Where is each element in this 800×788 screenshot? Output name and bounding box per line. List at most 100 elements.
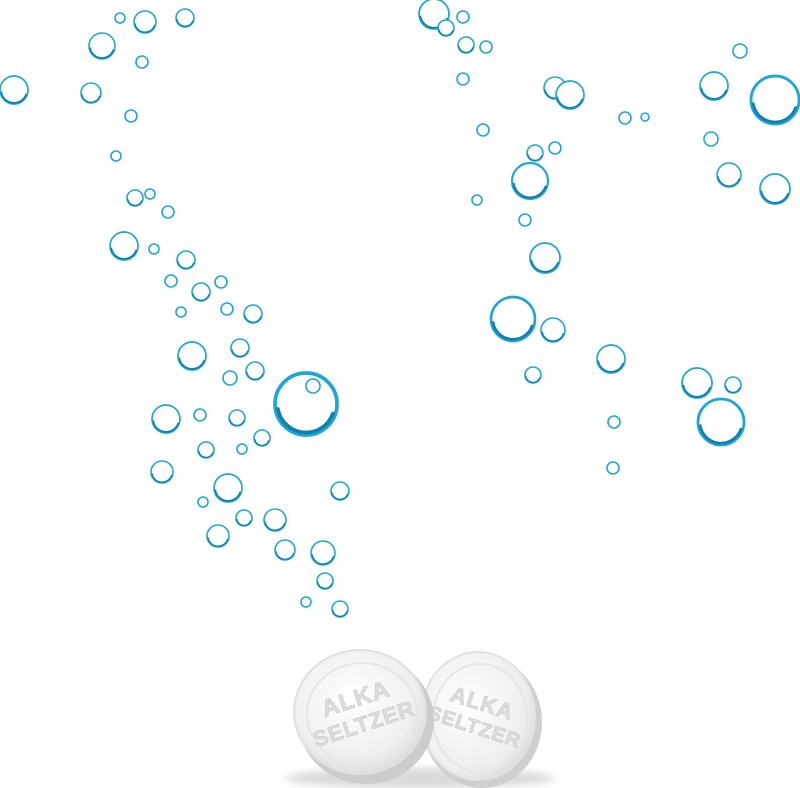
bubble-shade <box>530 259 559 273</box>
bubble <box>510 161 550 201</box>
bubble <box>518 213 532 227</box>
bubble <box>310 540 336 566</box>
bubble-shade <box>214 489 241 502</box>
bubble-shade <box>458 45 474 53</box>
bubble <box>548 141 562 155</box>
bubble-shade <box>725 385 741 393</box>
bubble <box>749 74 800 126</box>
bubble <box>110 150 122 162</box>
bubble-shade <box>236 518 252 526</box>
bubble <box>148 243 160 255</box>
bubble <box>540 317 566 343</box>
bubble <box>457 36 475 54</box>
bubble <box>618 111 632 125</box>
bubble <box>228 409 246 427</box>
bubble <box>456 10 470 24</box>
bubble-shade <box>151 473 173 483</box>
bubble-shade <box>717 176 741 187</box>
bubble <box>716 162 742 188</box>
bubble <box>696 397 746 447</box>
bubble <box>214 275 228 289</box>
bubble <box>640 112 650 122</box>
bubble <box>476 123 490 137</box>
bubble <box>135 55 149 69</box>
bubble <box>300 596 312 608</box>
bubble-shade <box>438 28 454 36</box>
bubble <box>206 524 230 548</box>
bubble <box>703 131 719 147</box>
bubble-shade <box>527 153 543 161</box>
bubble-shade <box>207 537 229 547</box>
bubble <box>0 75 29 105</box>
bubble <box>109 231 139 261</box>
bubble <box>606 461 620 475</box>
bubble <box>263 508 287 532</box>
bubble <box>177 341 207 371</box>
bubble <box>236 443 248 455</box>
bubble <box>471 194 483 206</box>
bubble <box>176 250 196 270</box>
bubble <box>526 144 544 162</box>
bubble-shade <box>525 375 541 383</box>
tablet-right: ALKA SELTZER <box>420 651 542 788</box>
bubble-shade <box>751 102 798 124</box>
bubble-shade <box>110 247 137 260</box>
bubble-shade <box>254 438 270 446</box>
bubble <box>607 415 621 429</box>
bubble-shade <box>682 384 711 398</box>
bubble-shade <box>178 357 205 370</box>
bubble-shade <box>231 348 249 357</box>
bubble <box>732 43 748 59</box>
bubble <box>699 71 729 101</box>
bubble-shade <box>192 292 210 301</box>
bubble-shade <box>275 550 295 560</box>
bubble <box>193 408 207 422</box>
bubble-shade <box>331 491 349 500</box>
bubble <box>596 344 626 374</box>
bubble <box>305 378 321 394</box>
tablet-left: ALKA SELTZER <box>293 649 434 784</box>
bubble <box>175 8 195 28</box>
bubble <box>213 473 243 503</box>
bubble-shade <box>89 47 115 59</box>
bubble <box>489 295 537 343</box>
bubble-shade <box>556 96 583 109</box>
bubble-shade <box>332 609 348 617</box>
bubble <box>316 572 334 590</box>
bubble-shade <box>177 260 195 269</box>
bubble <box>151 404 181 434</box>
bubble-shade <box>698 424 743 445</box>
bubble-shade <box>198 450 214 458</box>
bubble <box>220 302 234 316</box>
bubble <box>529 242 561 274</box>
bubble <box>230 338 250 358</box>
bubble <box>88 32 116 60</box>
bubble-shade <box>152 420 179 433</box>
bubble-shade <box>512 182 547 199</box>
bubble <box>124 109 138 123</box>
bubble <box>222 370 238 386</box>
bubble <box>253 429 271 447</box>
bubble-shade <box>317 581 333 589</box>
bubble-shade <box>229 418 245 426</box>
bubble-shade <box>491 321 534 341</box>
bubble-shade <box>176 18 194 27</box>
bubble <box>437 19 455 37</box>
bubble <box>197 441 215 459</box>
bubble <box>331 600 349 618</box>
bubble <box>479 40 493 54</box>
bubble <box>144 188 156 200</box>
bubble-shade <box>246 371 264 380</box>
bubble-shade <box>700 87 727 100</box>
bubble <box>126 189 144 207</box>
bubble <box>114 12 126 24</box>
bubble <box>456 72 470 86</box>
bubble <box>274 539 296 561</box>
bubble-shade <box>81 93 101 103</box>
bubble <box>235 509 253 527</box>
bubble <box>330 481 350 501</box>
bubble-shade <box>597 360 624 373</box>
bubble-shade <box>311 554 335 565</box>
bubble <box>245 361 265 381</box>
